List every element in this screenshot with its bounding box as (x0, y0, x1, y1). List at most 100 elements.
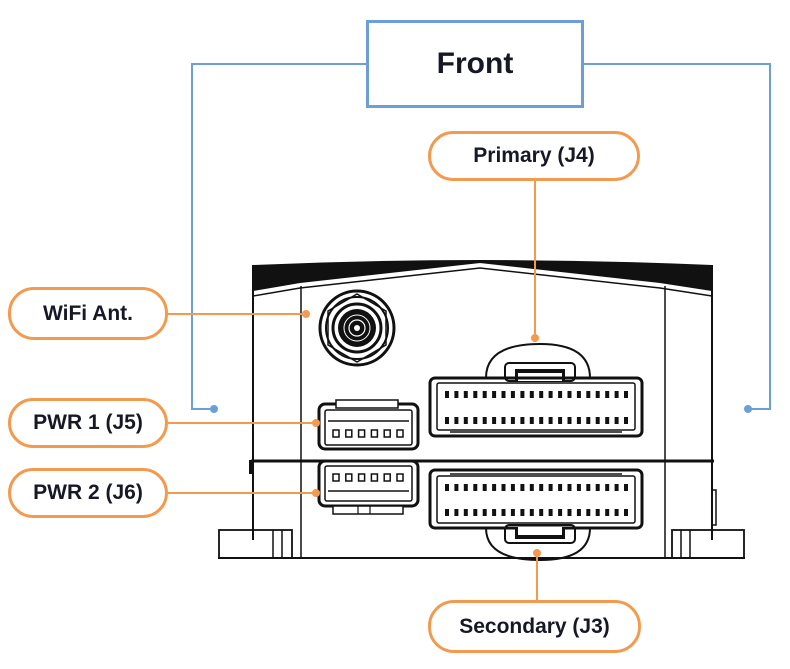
secondary-j3-connector (428, 468, 644, 562)
j3-pin (614, 484, 619, 491)
pwr1-callout-dot (312, 419, 320, 427)
j3-pin (605, 484, 610, 491)
j4-pin (586, 417, 591, 424)
pwr1-pin (396, 429, 404, 438)
j3-pin (454, 509, 459, 516)
j3-pin (492, 484, 497, 491)
j3-pin (520, 484, 525, 491)
j4-pin (482, 417, 487, 424)
j4-pin (473, 417, 478, 424)
j4-pin (492, 417, 497, 424)
pwr2-connector (317, 459, 420, 515)
j3-pin (624, 484, 628, 491)
j4-pin (614, 391, 619, 398)
j3-pin (492, 509, 497, 516)
pwr1-connector (317, 399, 420, 451)
j4-pin (595, 417, 600, 424)
j4-pin (624, 391, 628, 398)
front-right-dot (744, 405, 752, 413)
primary-j4-connector (428, 342, 644, 438)
j4-pin (529, 417, 534, 424)
j3-pin (605, 509, 610, 516)
j4-pin (576, 417, 581, 424)
pwr1-pin (383, 429, 391, 438)
j3-pin (482, 509, 487, 516)
j3-pin (548, 509, 553, 516)
j4-pin (520, 391, 525, 398)
j4-pin (454, 391, 459, 398)
j3-pin (463, 509, 468, 516)
device-body (218, 260, 745, 559)
j4-pin (595, 391, 600, 398)
j3-pin (614, 509, 619, 516)
j4-pin (473, 391, 478, 398)
j3-pin (595, 484, 600, 491)
j3-pin (501, 484, 506, 491)
j4-pin (558, 417, 563, 424)
j4-pin (558, 391, 563, 398)
pwr2-callout-dot (312, 489, 320, 497)
j3-pin (510, 509, 515, 516)
j3-pin (548, 484, 553, 491)
j3-pin (624, 509, 628, 516)
j3-pin (586, 509, 591, 516)
j4-pin (482, 391, 487, 398)
j4-pin (445, 391, 449, 398)
j4-pin (501, 417, 506, 424)
j4-pin (529, 391, 534, 398)
j3-pin (567, 509, 572, 516)
j3-pin (454, 484, 459, 491)
secondary-j3-label: Secondary (J3) (428, 600, 641, 653)
j4-pin (463, 391, 468, 398)
j3-pin (445, 509, 449, 516)
j3-pin (482, 484, 487, 491)
j4-pin (520, 417, 525, 424)
pwr1-pin (357, 429, 366, 438)
j4-pin (548, 417, 553, 424)
j4-pin (567, 391, 572, 398)
j3-pin (510, 484, 515, 491)
pwr2-pin (357, 473, 366, 482)
j3-pin (445, 484, 449, 491)
front-title: Front (366, 20, 584, 108)
j4-pin (463, 417, 468, 424)
j4-pin (445, 417, 449, 424)
j4-pin (510, 391, 515, 398)
j3-pin (539, 484, 544, 491)
primary-j4-label: Primary (J4) (428, 131, 640, 181)
j4-pin (586, 391, 591, 398)
j3-pin (539, 509, 544, 516)
pwr2-j6-label: PWR 2 (J6) (8, 468, 168, 518)
j3-pin (586, 484, 591, 491)
pwr2-pin (345, 473, 353, 482)
j4-pin (501, 391, 506, 398)
j3-pin (529, 484, 534, 491)
pwr1-pin (345, 429, 353, 438)
primary-callout-dot (531, 334, 539, 342)
j3-pin (576, 509, 581, 516)
j4-pin (454, 417, 459, 424)
secondary-callout-dot (533, 549, 541, 557)
pwr1-pin (370, 429, 379, 438)
j4-pin (548, 391, 553, 398)
j3-pin (595, 509, 600, 516)
j3-pin (576, 484, 581, 491)
j4-pin (567, 417, 572, 424)
j3-pin (520, 509, 525, 516)
j4-pin (614, 417, 619, 424)
wifi-antenna-connector (318, 289, 396, 367)
j3-pin (473, 509, 478, 516)
pwr1-pin (332, 429, 340, 438)
pwr2-pin (332, 473, 340, 482)
callout-lines (168, 180, 538, 600)
pwr1-j5-label: PWR 1 (J5) (8, 398, 168, 448)
j4-pin (624, 417, 628, 424)
j4-pin (510, 417, 515, 424)
front-bracket-lines (191, 63, 771, 410)
j3-pin (529, 509, 534, 516)
j4-pin (605, 417, 610, 424)
j3-pin (501, 509, 506, 516)
j4-pin (492, 391, 497, 398)
j4-pin (539, 391, 544, 398)
